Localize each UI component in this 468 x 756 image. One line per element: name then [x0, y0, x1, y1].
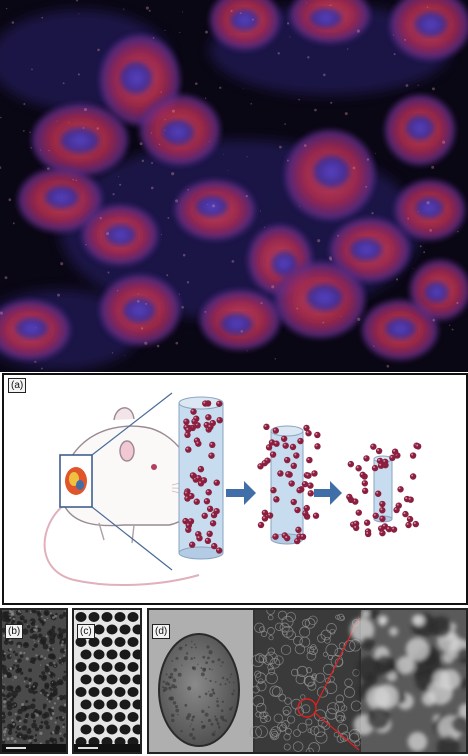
- sem-zoom-series: [149, 610, 466, 752]
- sem-porous-texture: [2, 610, 66, 752]
- panel-a-label: (a): [8, 378, 27, 393]
- panel-c-label: (c): [77, 624, 95, 639]
- implant-release-diagram: [43, 392, 422, 586]
- cell-cluster: [0, 0, 468, 370]
- zoom-circle: [297, 698, 317, 718]
- panel-d-sem-images: (d): [147, 608, 468, 754]
- mouse-icon: [43, 407, 207, 586]
- panel-c-sem-image: (c): [72, 608, 142, 754]
- scaffold-disc: [158, 633, 240, 747]
- sem-sphere-array: [74, 610, 140, 752]
- implant-cylinder-degraded: [346, 442, 422, 538]
- panel-b-sem-image: (b): [0, 608, 68, 754]
- fluorescence-cells-svg: [0, 0, 468, 372]
- implant-cylinder-full: [178, 396, 224, 560]
- fluorescence-micrograph: [0, 0, 468, 372]
- implant-cylinder-partial: [257, 423, 321, 545]
- arrow-icon: [314, 481, 342, 505]
- panel-a-diagram: (a): [2, 373, 468, 605]
- panel-d-label: (d): [152, 624, 171, 639]
- arrow-icon: [226, 481, 256, 505]
- panel-b-label: (b): [5, 624, 24, 639]
